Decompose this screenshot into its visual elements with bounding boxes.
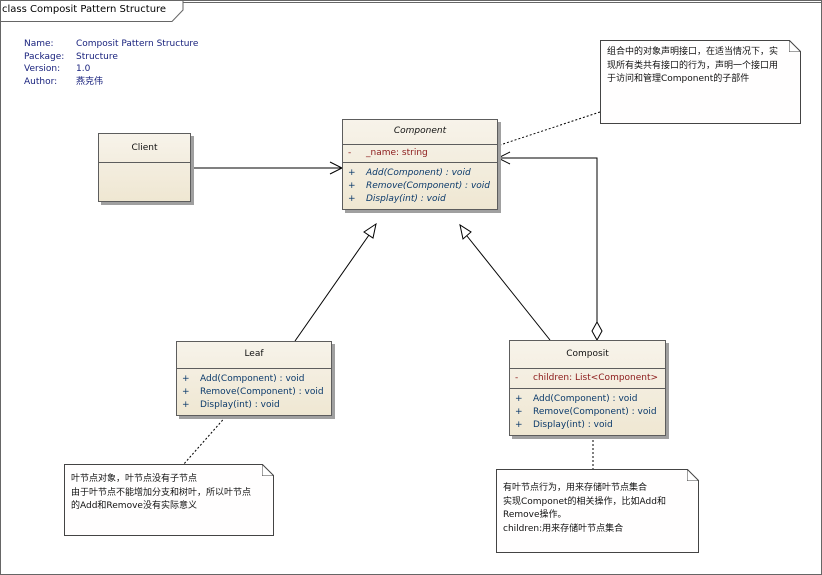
meta-value: 燕克伟: [76, 76, 104, 87]
visibility-marker: +: [515, 394, 523, 404]
meta-key: Author:: [24, 76, 58, 87]
operation-text: Add(Component) : void: [366, 168, 471, 178]
note-line: 实现Componet的相关操作，比如Add和: [503, 496, 666, 507]
class-component[interactable]: Component - _name: string + Add(Component)…: [342, 119, 498, 210]
visibility-marker: +: [348, 168, 356, 178]
class-attributes: - children: List<Component>: [510, 369, 665, 389]
operation-text: Add(Component) : void: [533, 394, 638, 404]
operation-text: Remove(Component) : void: [366, 181, 491, 191]
operation-row: + Remove(Component) : void: [182, 386, 326, 399]
operation-text: Add(Component) : void: [200, 374, 305, 384]
note-line: 的Add和Remove没有实际意义: [71, 501, 197, 511]
operation-row: + Remove(Component) : void: [348, 180, 492, 193]
meta-key: Version:: [24, 64, 61, 74]
note-component[interactable]: 组合中的对象声明接口，在适当情况下，实 现所有类共有接口的行为，声明一个接口用 …: [600, 40, 801, 124]
operation-text: Remove(Component) : void: [533, 407, 657, 417]
meta-value: Composit Pattern Structure: [76, 39, 199, 49]
operation-row: + Remove(Component) : void: [515, 406, 660, 419]
visibility-marker: -: [348, 148, 352, 158]
meta-row-name: Name: Composit Pattern Structure: [24, 38, 198, 51]
generalization-composit: [466, 235, 551, 341]
operation-row: + Add(Component) : void: [182, 373, 326, 386]
operation-text: Display(int) : void: [366, 194, 446, 204]
class-operations: + Add(Component) : void + Remove(Component…: [510, 389, 665, 435]
attribute-row: - _name: string: [348, 147, 492, 160]
operation-text: Display(int) : void: [200, 400, 280, 410]
note-line: 现所有类共有接口的行为，声明一个接口用: [607, 60, 779, 71]
aggregation-diamond: [591, 320, 603, 342]
visibility-marker: +: [182, 374, 190, 384]
class-name: Client: [99, 134, 190, 163]
generalization-composit-arrowhead: [459, 223, 472, 240]
note-line: Remove操作。: [503, 510, 567, 520]
note-fold-icon: [789, 40, 801, 52]
meta-value: Structure: [76, 51, 118, 62]
visibility-marker: +: [515, 420, 523, 430]
meta-row-author: Author: 燕克伟: [24, 76, 198, 89]
note-anchor-leaf: [182, 413, 229, 466]
meta-value: 1.0: [76, 64, 91, 74]
operation-row: + Display(int) : void: [515, 419, 660, 432]
note-line: 叶节点对象，叶节点没有子节点: [71, 474, 198, 484]
meta-row-package: Package: Structure: [24, 51, 198, 64]
visibility-marker: +: [348, 181, 356, 191]
note-leaf[interactable]: 叶节点对象，叶节点没有子节点 由于叶节点不能增加分支和树叶，所以叶节点 的Add…: [64, 464, 274, 536]
note-line: 于访问和管理Component的子部件: [607, 74, 750, 84]
class-operations: + Add(Component) : void + Remove(Component…: [177, 369, 331, 415]
operation-row: + Add(Component) : void: [515, 393, 660, 406]
aggregation-arrowhead: [496, 151, 511, 165]
visibility-marker: +: [515, 407, 523, 417]
generalization-leaf: [294, 234, 370, 342]
class-client[interactable]: Client: [98, 133, 191, 202]
operation-row: + Display(int) : void: [182, 399, 326, 412]
visibility-marker: -: [515, 373, 519, 383]
operation-text: Remove(Component) : void: [200, 387, 324, 397]
operation-row: + Add(Component) : void: [348, 167, 492, 180]
note-anchor-component: [499, 111, 601, 146]
visibility-marker: +: [348, 194, 356, 204]
note-line: 组合中的对象声明接口，在适当情况下，实: [607, 47, 779, 57]
aggregation-composit-component: [498, 157, 598, 322]
class-attributes: - _name: string: [343, 145, 497, 163]
frame-title-tab: [0, 0, 184, 22]
attribute-row: - children: List<Component>: [515, 372, 660, 385]
visibility-marker: +: [182, 387, 190, 397]
meta-key: Name:: [24, 39, 54, 49]
diagram-title: class Composit Pattern Structure: [2, 4, 167, 15]
attribute-text: _name: string: [366, 148, 428, 158]
meta-key: Package:: [24, 51, 65, 62]
note-line: 有叶节点行为，用来存储叶节点集合: [503, 483, 648, 493]
meta-row-version: Version: 1.0: [24, 63, 198, 76]
note-line: children:用来存储叶节点集合: [503, 523, 624, 534]
diagram-meta: Name: Composit Pattern Structure Package:…: [24, 38, 198, 88]
class-leaf[interactable]: Leaf + Add(Component) : void + Remove(Comp…: [176, 341, 332, 416]
generalization-leaf-arrowhead: [363, 222, 377, 239]
attribute-text: children: List<Component>: [533, 373, 659, 383]
class-name: Component: [343, 120, 497, 145]
class-composit[interactable]: Composit - children: List<Component> + Add…: [509, 340, 666, 436]
note-fold-icon: [262, 464, 274, 476]
class-name: Leaf: [177, 342, 331, 369]
note-composit[interactable]: 有叶节点行为，用来存储叶节点集合 实现Componet的相关操作，比如Add和 …: [496, 469, 699, 553]
operation-row: + Display(int) : void: [348, 193, 492, 206]
note-fold-icon: [687, 469, 699, 481]
operation-text: Display(int) : void: [533, 420, 613, 430]
note-line: 由于叶节点不能增加分支和树叶，所以叶节点: [71, 487, 252, 498]
class-operations: + Add(Component) : void + Remove(Component…: [343, 163, 497, 209]
class-name: Composit: [510, 341, 665, 369]
visibility-marker: +: [182, 400, 190, 410]
